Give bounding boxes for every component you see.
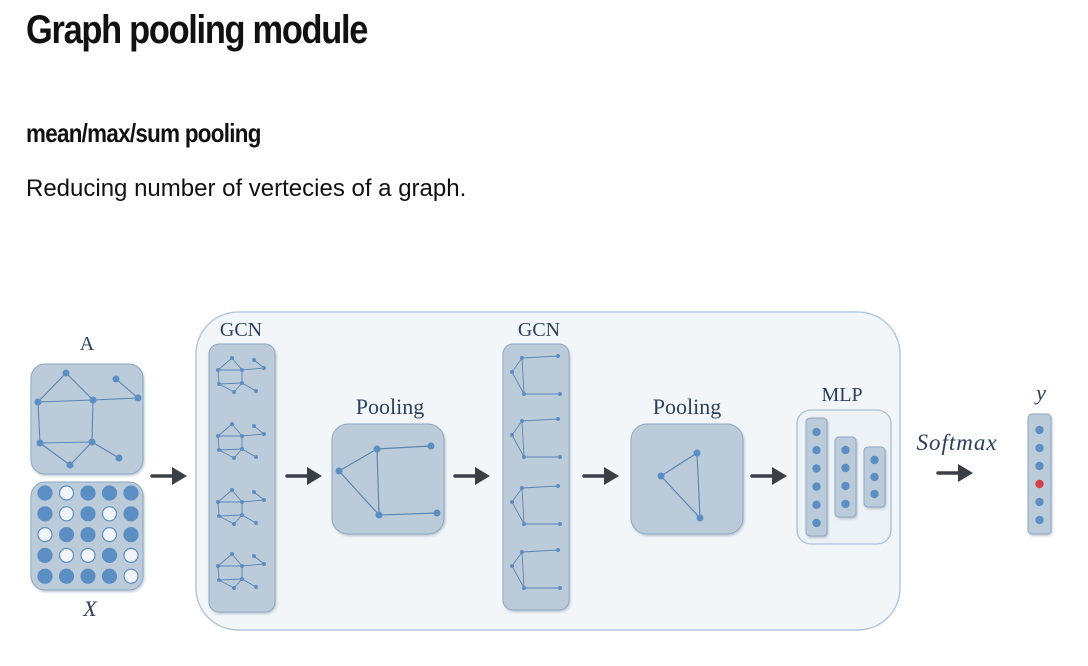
section-title: mean/max/sum pooling	[26, 118, 261, 148]
softmax-label: Softmax	[916, 430, 997, 455]
adjacency-graph-box	[30, 363, 144, 475]
feature-matrix-box	[30, 481, 144, 591]
arrow-icon	[150, 464, 973, 485]
description-text: Reducing number of vertecies of a graph.	[26, 175, 467, 202]
pooling1-label: Pooling	[356, 394, 424, 419]
output-vector	[1027, 413, 1052, 535]
pooling1-box	[331, 423, 445, 535]
pooling2-box	[630, 423, 744, 535]
mlp-label: MLP	[821, 384, 862, 406]
adjacency-label: A	[80, 333, 95, 355]
gcn2-column	[502, 343, 570, 611]
mlp-box	[796, 409, 892, 545]
gcn1-column	[208, 343, 276, 613]
gcn2-label: GCN	[518, 319, 560, 341]
features-label: X	[82, 596, 98, 621]
gcn1-label: GCN	[220, 319, 262, 341]
output-label: y	[1034, 380, 1046, 405]
page-title: Graph pooling module	[26, 8, 368, 52]
pooling2-label: Pooling	[653, 394, 721, 419]
